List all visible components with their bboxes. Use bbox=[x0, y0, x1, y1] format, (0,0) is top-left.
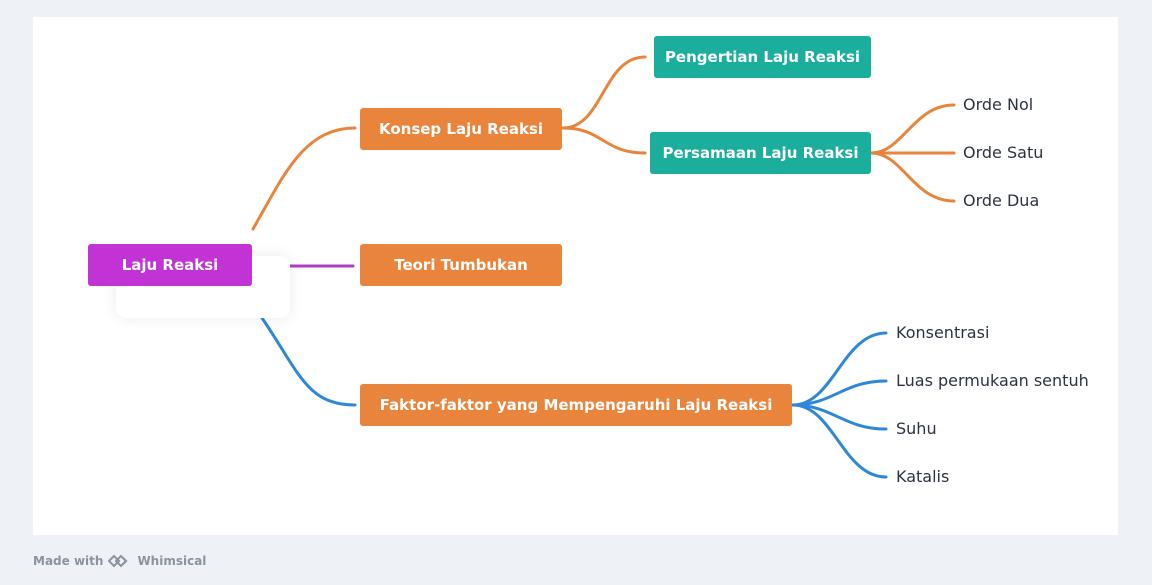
root-node[interactable]: Laju Reaksi bbox=[88, 244, 252, 286]
whimsical-logo-icon bbox=[108, 554, 128, 568]
edge-faktor-konsentrasi bbox=[791, 331, 888, 407]
subbranch-node-pengertian[interactable]: Pengertian Laju Reaksi bbox=[654, 36, 871, 78]
edge-root-konsep bbox=[251, 126, 357, 231]
subbranch-node-persamaan[interactable]: Persamaan Laju Reaksi bbox=[650, 132, 871, 174]
edge-persamaan-orde-nol bbox=[869, 103, 956, 155]
leaf-suhu[interactable]: Suhu bbox=[896, 419, 937, 438]
branch-node-konsep[interactable]: Konsep Laju Reaksi bbox=[360, 108, 562, 150]
made-with-footer[interactable]: Made with Whimsical bbox=[33, 552, 206, 570]
branch-node-teori[interactable]: Teori Tumbukan bbox=[360, 244, 562, 286]
leaf-konsentrasi[interactable]: Konsentrasi bbox=[896, 323, 990, 342]
edge-konsep-persamaan bbox=[561, 126, 647, 155]
edge-persamaan-orde-dua bbox=[869, 151, 956, 203]
leaf-orde-satu[interactable]: Orde Satu bbox=[963, 143, 1044, 162]
edge-konsep-pengertian bbox=[561, 55, 647, 130]
edge-root-faktor bbox=[251, 303, 357, 407]
edge-faktor-katalis bbox=[791, 403, 888, 479]
whimsical-brand-label: Whimsical bbox=[137, 554, 207, 568]
connector-lines bbox=[251, 55, 956, 479]
leaf-katalis[interactable]: Katalis bbox=[896, 467, 950, 486]
branch-node-faktor[interactable]: Faktor-faktor yang Mempengaruhi Laju Rea… bbox=[360, 384, 792, 426]
leaf-luas-permukaan[interactable]: Luas permukaan sentuh bbox=[896, 371, 1089, 390]
edge-faktor-luas bbox=[791, 379, 888, 407]
mindmap-canvas: Laju Reaksi Konsep Laju Reaksi Teori Tum… bbox=[33, 17, 1118, 535]
made-with-label: Made with bbox=[33, 554, 104, 568]
leaf-orde-nol[interactable]: Orde Nol bbox=[963, 95, 1034, 114]
leaf-orde-dua[interactable]: Orde Dua bbox=[963, 191, 1040, 210]
